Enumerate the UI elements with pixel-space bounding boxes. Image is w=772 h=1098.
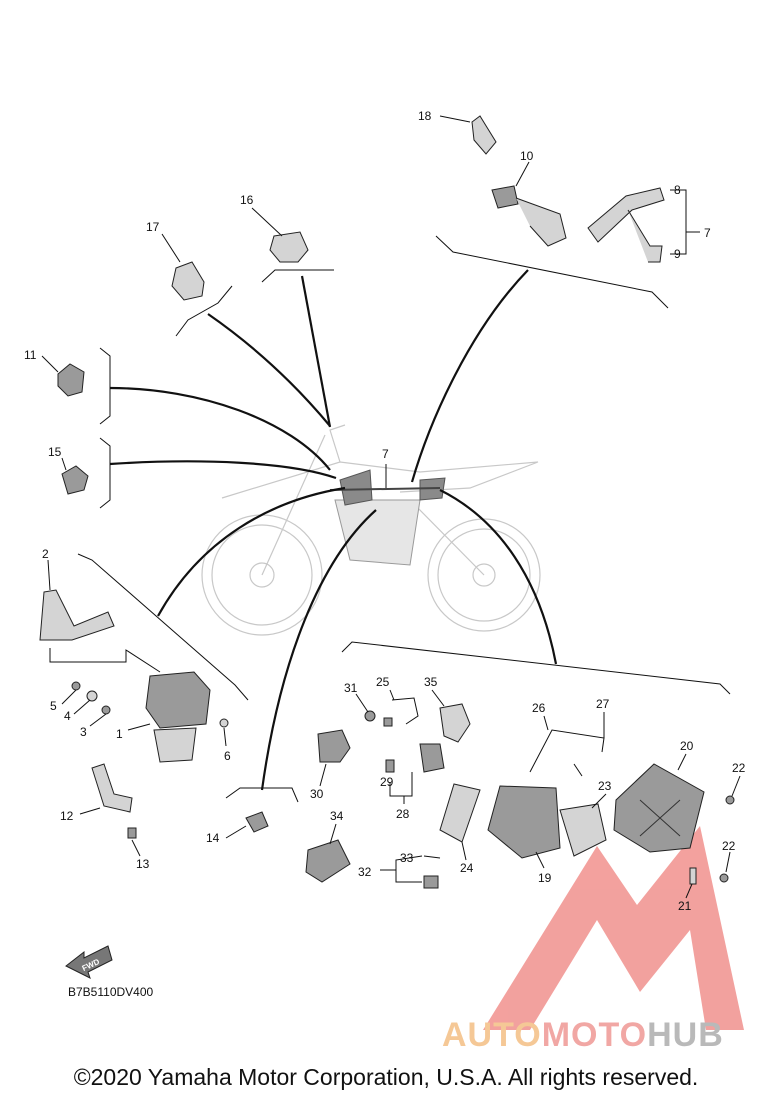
part-21-22-hardware bbox=[689, 795, 735, 885]
callout-3: 3 bbox=[80, 725, 87, 739]
callout-7-center: 7 bbox=[382, 447, 389, 461]
part-11-sensor bbox=[57, 363, 85, 397]
watermark-triangle-logo bbox=[483, 826, 744, 1030]
callout-1: 1 bbox=[116, 727, 123, 741]
callout-16: 16 bbox=[240, 193, 254, 207]
callout-32: 32 bbox=[358, 865, 372, 879]
callout-34: 34 bbox=[330, 809, 344, 823]
callout-5: 5 bbox=[50, 699, 57, 713]
callout-27: 27 bbox=[596, 697, 610, 711]
part-28-fuse-box bbox=[385, 743, 445, 773]
part-35-cover bbox=[439, 703, 471, 743]
part-24-cover bbox=[439, 783, 481, 843]
watermark-text-moto: MOTO bbox=[541, 1016, 648, 1054]
bracket-group-11 bbox=[99, 347, 331, 471]
part-25-lead bbox=[383, 697, 419, 727]
watermark-brand-text: AUTOMOTOHUB bbox=[442, 1016, 772, 1056]
callout-35: 35 bbox=[424, 675, 438, 689]
motorcycle-silhouette bbox=[201, 424, 541, 636]
bracket-group-14 bbox=[225, 509, 377, 803]
callout-20: 20 bbox=[680, 739, 694, 753]
callout-leaders bbox=[41, 115, 741, 899]
part-small-hardware bbox=[71, 681, 229, 728]
copyright-footer: ©2020 Yamaha Motor Corporation, U.S.A. A… bbox=[73, 1064, 699, 1090]
callout-22-top: 22 bbox=[732, 761, 746, 775]
part-2-bracket bbox=[39, 589, 115, 641]
callout-22-bottom: 22 bbox=[722, 839, 736, 853]
callout-33: 33 bbox=[400, 851, 414, 865]
callout-31: 31 bbox=[344, 681, 358, 695]
part-17-clamp bbox=[171, 261, 205, 301]
watermark-text-auto: AUTO bbox=[442, 1016, 542, 1054]
part-16-clamp bbox=[269, 231, 309, 263]
callout-9: 9 bbox=[674, 247, 681, 261]
part-18-band bbox=[471, 115, 497, 155]
callout-11: 11 bbox=[24, 348, 37, 362]
callout-12: 12 bbox=[60, 809, 74, 823]
callout-23: 23 bbox=[598, 779, 612, 793]
watermark-text-hub: HUB bbox=[647, 1016, 724, 1054]
part-14-bolt bbox=[245, 811, 269, 833]
part-10-coupler-harness bbox=[491, 185, 567, 247]
part-15-sensor bbox=[61, 465, 89, 495]
callout-4: 4 bbox=[64, 709, 71, 723]
part-1-regulator bbox=[145, 671, 211, 763]
bracket-group-15 bbox=[99, 437, 337, 509]
part-7-sub-harness bbox=[587, 187, 665, 263]
callout-29: 29 bbox=[380, 775, 394, 789]
part-34-module bbox=[305, 839, 351, 883]
part-26-lead bbox=[529, 729, 605, 777]
callout-28: 28 bbox=[396, 807, 410, 821]
callout-2: 2 bbox=[42, 547, 49, 561]
callout-24: 24 bbox=[460, 861, 474, 875]
part-31-nut bbox=[364, 710, 376, 722]
bracket-group-clamp-16 bbox=[261, 269, 334, 428]
callout-8: 8 bbox=[674, 183, 681, 197]
part-12-bracket bbox=[91, 763, 137, 839]
callout-14: 14 bbox=[206, 831, 220, 845]
part-23-pad bbox=[559, 803, 607, 857]
part-20-ecu-bracket bbox=[613, 763, 705, 853]
callout-10: 10 bbox=[520, 149, 534, 163]
callout-17: 17 bbox=[146, 220, 160, 234]
callout-30: 30 bbox=[310, 787, 324, 801]
callout-18: 18 bbox=[418, 109, 432, 123]
callout-15: 15 bbox=[48, 445, 62, 459]
bracket-group-clamp-17 bbox=[175, 285, 331, 427]
callout-7-top: 7 bbox=[704, 226, 711, 240]
part-19-ecu-case bbox=[487, 785, 561, 859]
callout-21: 21 bbox=[678, 899, 692, 913]
part-33-32-connector bbox=[423, 855, 441, 889]
fwd-arrow-icon: FWD bbox=[65, 945, 113, 979]
callout-6: 6 bbox=[224, 749, 231, 763]
bracket-group-ecu bbox=[341, 489, 731, 695]
bracket-group-harness bbox=[410, 235, 669, 483]
part-30-relay bbox=[317, 729, 351, 763]
diagram-code: B7B5110DV400 bbox=[68, 985, 154, 999]
callout-19: 19 bbox=[538, 871, 552, 885]
callout-25: 25 bbox=[376, 675, 390, 689]
callout-labels: 18 10 8 7 9 16 17 11 15 7 2 5 4 3 1 6 12… bbox=[24, 109, 746, 913]
callout-13: 13 bbox=[136, 857, 150, 871]
bracket-group-regulator bbox=[77, 486, 346, 701]
callout-26: 26 bbox=[532, 701, 546, 715]
